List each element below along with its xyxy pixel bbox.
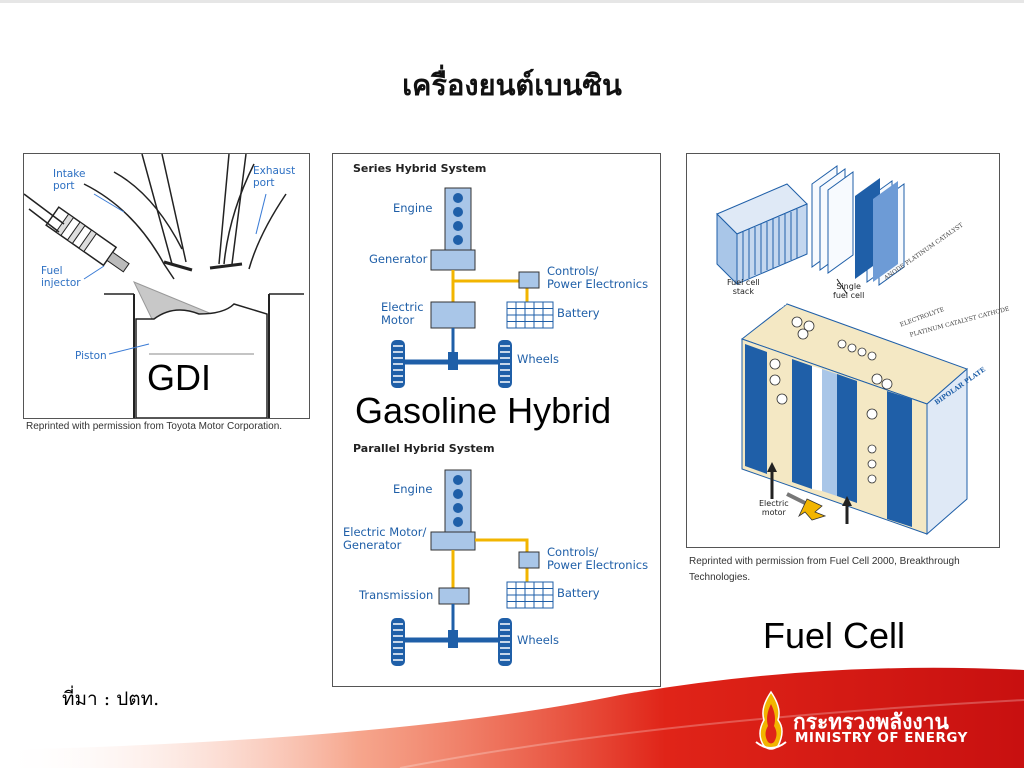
parallel-battery-label: Battery xyxy=(557,586,600,600)
parallel-wheels-label: Wheels xyxy=(517,633,559,647)
series-generator-label: Generator xyxy=(369,252,428,266)
gdi-diagram xyxy=(24,154,304,418)
series-battery-label: Battery xyxy=(557,306,600,320)
fuelcell-credit: Reprinted with permission from Fuel Cell… xyxy=(689,556,960,583)
slide-title: เครื่องยนต์เบนซิน xyxy=(402,68,622,102)
hybrid-caption: Gasoline Hybrid xyxy=(353,390,614,432)
fuelcell-diagram xyxy=(716,165,968,536)
ministry-name-thai: กระทรวงพลังงาน xyxy=(793,710,949,734)
gdi-caption: GDI xyxy=(147,357,212,398)
parallel-motor-generator-label: Electric Motor/Generator xyxy=(343,525,427,552)
parallel-controls-label: Controls/Power Electronics xyxy=(547,545,649,572)
parallel-hybrid-title: Parallel Hybrid System xyxy=(353,442,495,455)
hybrid-diagram xyxy=(391,187,554,666)
parallel-transmission-label: Transmission xyxy=(359,588,434,602)
fuelcell-caption: Fuel Cell xyxy=(763,615,906,656)
series-engine-label: Engine xyxy=(393,201,433,215)
series-hybrid-title: Series Hybrid System xyxy=(353,162,487,175)
gdi-credit: Reprinted with permission from Toyota Mo… xyxy=(26,421,283,432)
parallel-engine-label: Engine xyxy=(393,482,433,496)
ministry-name-english: MINISTRY OF ENERGY xyxy=(795,730,968,746)
ministry-flame-logo-icon xyxy=(755,690,787,750)
series-controls-label: Controls/Power Electronics xyxy=(547,264,649,291)
piston-label: Piston xyxy=(75,350,107,362)
hybrid-panel: Series Hybrid System Engine Generator Co… xyxy=(332,153,661,687)
source-note: ที่มา : ปตท. xyxy=(62,688,160,710)
series-wheels-label: Wheels xyxy=(517,352,559,366)
top-divider xyxy=(0,0,1024,3)
